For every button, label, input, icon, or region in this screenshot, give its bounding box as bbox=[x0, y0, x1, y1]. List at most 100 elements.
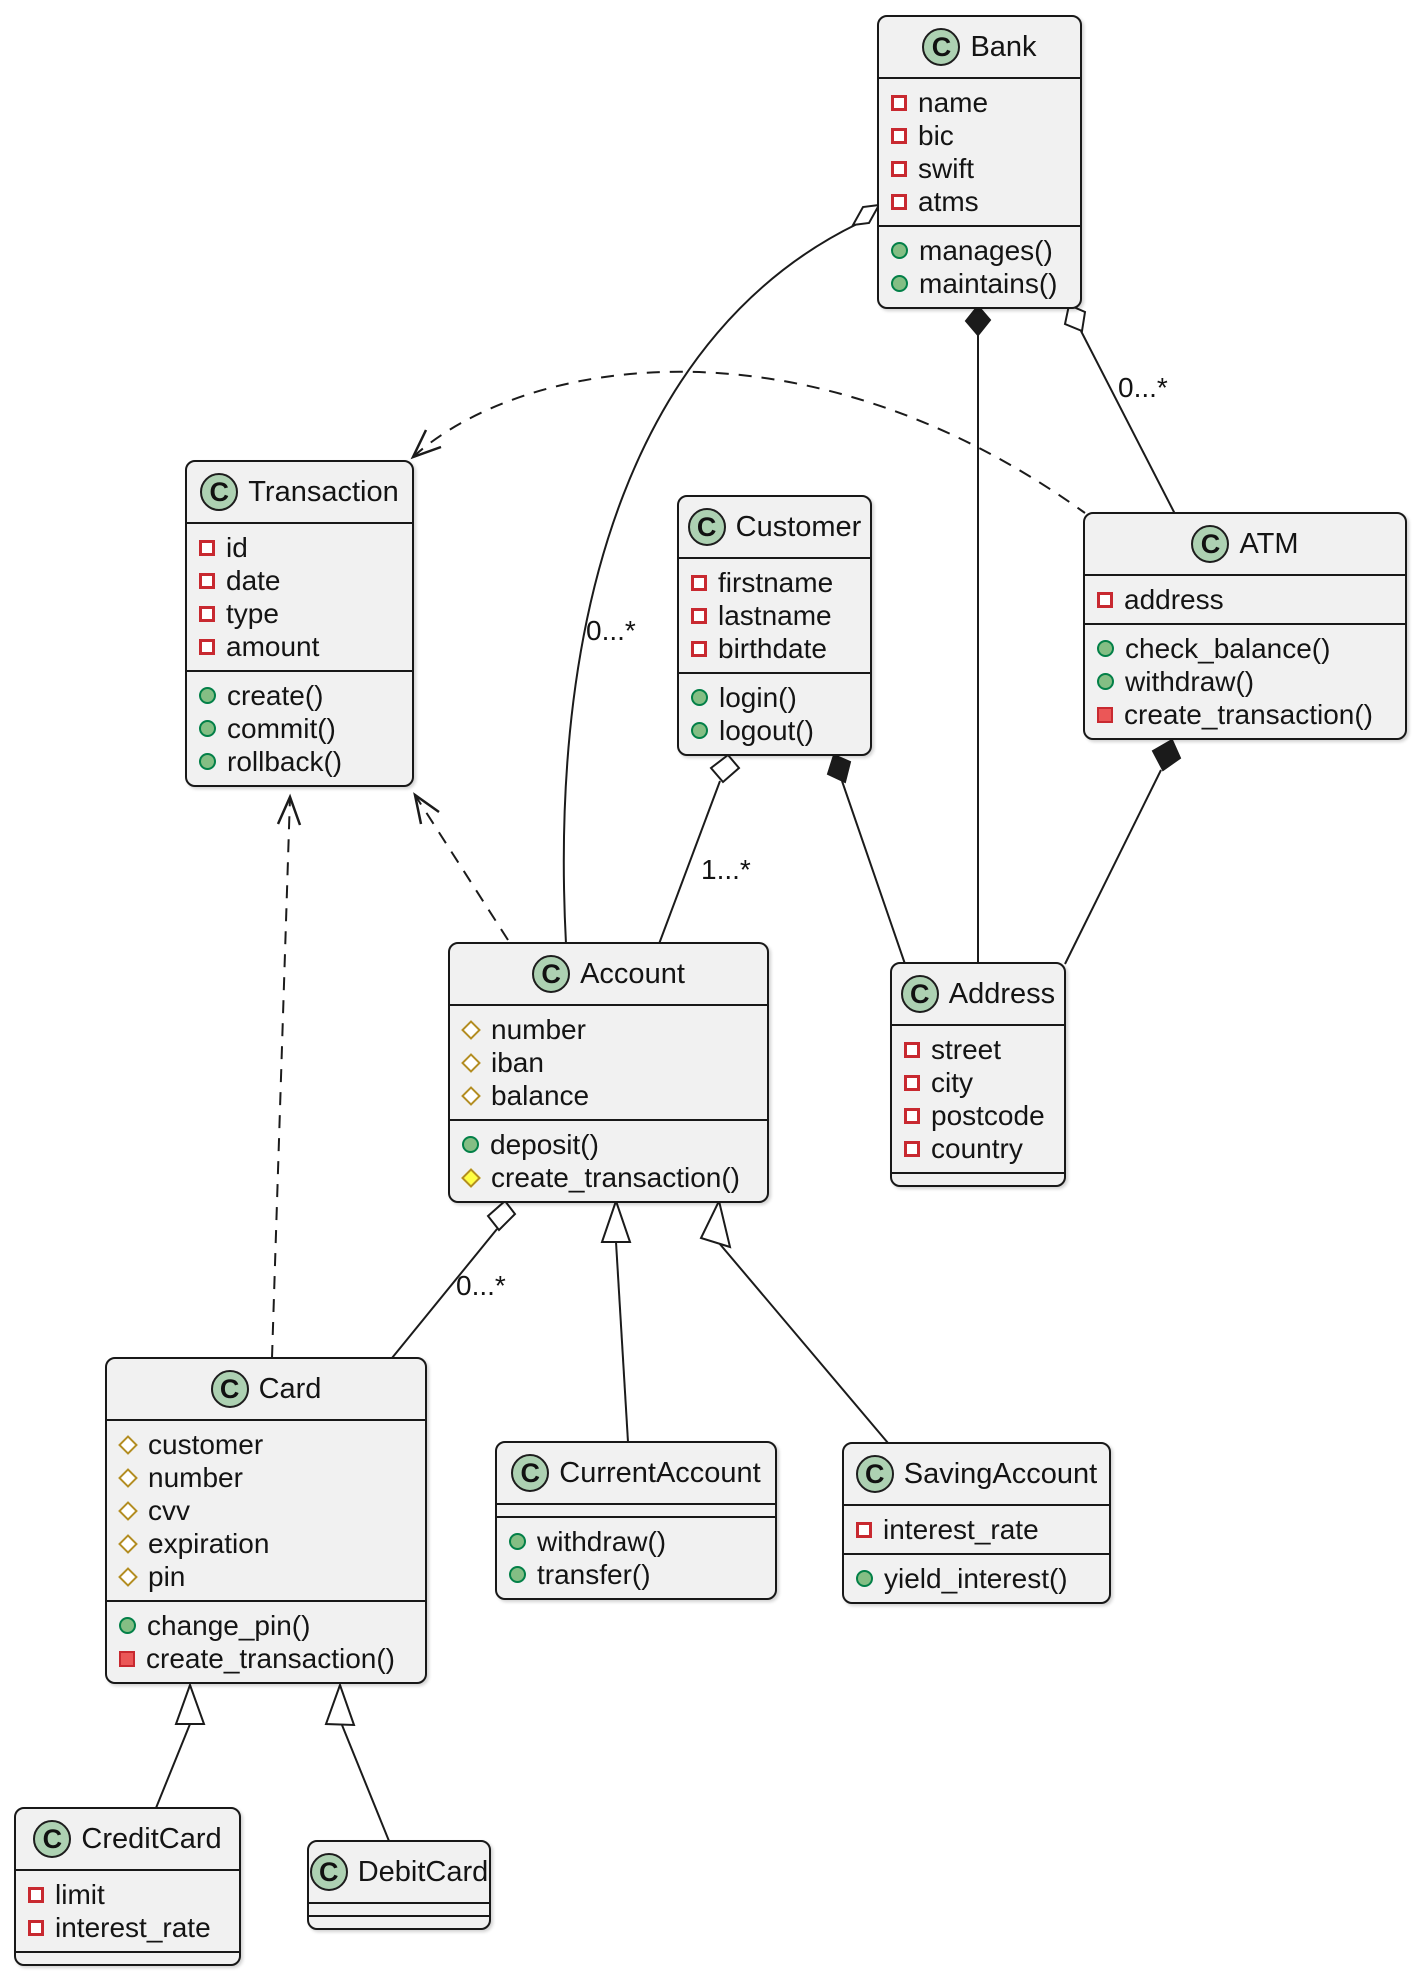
public-method-icon bbox=[891, 275, 908, 292]
member-label: name bbox=[918, 86, 989, 118]
member-label: atms bbox=[918, 185, 979, 217]
member-row: commit() bbox=[199, 712, 400, 745]
member-row: create_transaction() bbox=[119, 1642, 413, 1675]
methods-section: change_pin()create_transaction() bbox=[107, 1600, 425, 1682]
multiplicity-label: 1...* bbox=[701, 854, 751, 885]
member-label: street bbox=[931, 1033, 1002, 1065]
member-row: maintains() bbox=[891, 267, 1068, 300]
member-label: interest_rate bbox=[883, 1513, 1039, 1545]
public-method-icon bbox=[891, 242, 908, 259]
member-label: date bbox=[226, 564, 281, 596]
member-label: transfer() bbox=[537, 1558, 651, 1590]
member-row: interest_rate bbox=[28, 1911, 227, 1944]
class-name: Bank bbox=[970, 30, 1037, 63]
composition-diamond-icon bbox=[964, 304, 992, 337]
class-badge-icon: C bbox=[900, 975, 939, 1013]
methods-section: create()commit()rollback() bbox=[187, 670, 412, 785]
class-badge-icon: C bbox=[1191, 525, 1230, 563]
creditcard-card-inheritance-line bbox=[155, 1723, 191, 1809]
member-row: amount bbox=[199, 630, 400, 663]
member-row: date bbox=[199, 564, 400, 597]
public-method-icon bbox=[462, 1136, 479, 1153]
member-label: withdraw() bbox=[1125, 665, 1255, 697]
member-label: balance bbox=[491, 1079, 590, 1111]
member-label: type bbox=[226, 597, 279, 629]
class-title: C CurrentAccount bbox=[497, 1443, 775, 1503]
class-name: CurrentAccount bbox=[559, 1456, 761, 1489]
member-label: maintains() bbox=[919, 267, 1058, 299]
member-label: customer bbox=[148, 1428, 264, 1460]
inheritance-triangle-icon bbox=[174, 1682, 206, 1725]
methods-section: yield_interest() bbox=[844, 1553, 1109, 1602]
member-label: rollback() bbox=[227, 745, 343, 777]
private-field-icon bbox=[891, 127, 907, 144]
class-badge-icon: C bbox=[687, 508, 726, 546]
public-method-icon bbox=[509, 1533, 526, 1550]
methods-section: manages()maintains() bbox=[879, 225, 1080, 307]
member-label: lastname bbox=[718, 599, 832, 631]
class-badge-icon: C bbox=[309, 1853, 348, 1891]
class-badge-icon: C bbox=[511, 1454, 550, 1492]
dependency-arrowhead-icon bbox=[410, 429, 442, 460]
private-field-icon bbox=[691, 640, 707, 657]
attributes-section: address bbox=[1085, 574, 1405, 623]
member-label: commit() bbox=[227, 712, 336, 744]
class-debitcard: C DebitCard bbox=[307, 1840, 491, 1930]
account-card-aggregation-line bbox=[391, 1228, 498, 1359]
member-row: expiration bbox=[118, 1527, 413, 1560]
member-row: firstname bbox=[691, 566, 858, 599]
private-field-icon bbox=[28, 1886, 44, 1903]
member-label: amount bbox=[226, 630, 320, 662]
member-row: create_transaction() bbox=[461, 1161, 755, 1194]
class-name: DebitCard bbox=[357, 1855, 489, 1888]
atm-transaction-dependency-line bbox=[412, 370, 1086, 514]
member-label: create() bbox=[227, 679, 324, 711]
member-label: address bbox=[1124, 583, 1224, 615]
class-title: C SavingAccount bbox=[844, 1444, 1109, 1504]
member-label: create_transaction() bbox=[491, 1161, 741, 1193]
member-row: swift bbox=[891, 152, 1068, 185]
class-name: Account bbox=[580, 957, 685, 990]
protected-field-icon bbox=[118, 1467, 138, 1488]
private-field-icon bbox=[199, 539, 215, 556]
member-label: cvv bbox=[148, 1494, 190, 1526]
class-name: CreditCard bbox=[81, 1822, 222, 1855]
member-row: withdraw() bbox=[1097, 665, 1393, 698]
methods-section: check_balance()withdraw()create_transact… bbox=[1085, 623, 1405, 738]
class-title: C CreditCard bbox=[16, 1809, 239, 1869]
multiplicity-label: 0...* bbox=[456, 1270, 506, 1301]
member-row: yield_interest() bbox=[856, 1562, 1097, 1595]
public-method-icon bbox=[856, 1570, 873, 1587]
class-badge-icon: C bbox=[33, 1820, 72, 1858]
class-name: Address bbox=[948, 977, 1056, 1010]
class-badge-icon: C bbox=[210, 1370, 249, 1408]
member-label: logout() bbox=[719, 714, 814, 746]
class-badge-icon: C bbox=[200, 473, 239, 511]
member-row: birthdate bbox=[691, 632, 858, 665]
member-label: deposit() bbox=[490, 1128, 599, 1160]
member-row: cvv bbox=[118, 1494, 413, 1527]
multiplicity-label: 0...* bbox=[586, 615, 636, 646]
member-label: country bbox=[931, 1132, 1023, 1164]
public-method-icon bbox=[199, 687, 216, 704]
savingaccount-account-inheritance-line bbox=[718, 1242, 889, 1444]
attributes-section: interest_rate bbox=[844, 1504, 1109, 1553]
private-field-icon bbox=[691, 574, 707, 591]
aggregation-diamond-icon bbox=[1063, 303, 1087, 333]
private-method-icon bbox=[1097, 706, 1113, 723]
member-label: manages() bbox=[919, 234, 1053, 266]
member-row: create() bbox=[199, 679, 400, 712]
member-label: number bbox=[148, 1461, 243, 1493]
inheritance-triangle-icon bbox=[600, 1197, 632, 1243]
member-row: number bbox=[118, 1461, 413, 1494]
protected-field-icon bbox=[118, 1500, 138, 1521]
public-method-icon bbox=[199, 720, 216, 737]
